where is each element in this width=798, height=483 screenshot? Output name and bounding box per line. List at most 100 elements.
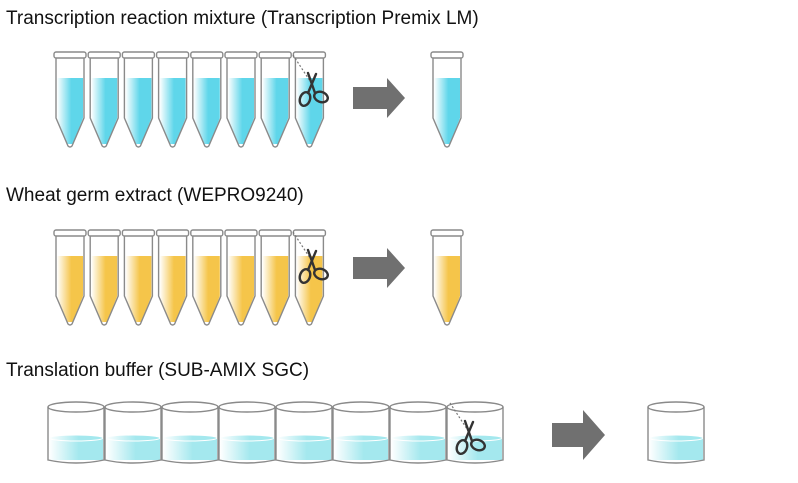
tube-rim (258, 51, 292, 59)
tube-outline (55, 58, 85, 148)
cup-outline (104, 407, 162, 464)
tube-2 (87, 51, 121, 148)
cup-outline (218, 407, 276, 464)
tube-outline (157, 58, 188, 148)
result-tube (430, 51, 464, 148)
liquid (228, 78, 254, 144)
liquid (125, 256, 152, 322)
liquid (159, 256, 186, 322)
tube-3 (121, 51, 156, 148)
liquid (434, 78, 460, 144)
cup-outline (161, 407, 219, 464)
tube-rim (155, 51, 190, 59)
tube-outline (89, 236, 119, 326)
cup-3 (161, 401, 219, 464)
liquid-surface (162, 434, 218, 442)
tube-outline (192, 58, 222, 148)
tube-rim (292, 51, 327, 59)
liquid-surface (333, 434, 389, 442)
liquid (228, 256, 254, 322)
cup-7 (389, 401, 447, 464)
cup-5 (275, 401, 333, 464)
cup-1 (47, 401, 105, 464)
cup-rim (332, 401, 390, 413)
liquid (193, 256, 220, 322)
tube-2 (87, 229, 121, 326)
cup-rim (47, 401, 105, 413)
liquid (106, 438, 160, 460)
tube-outline (55, 236, 85, 326)
liquid (220, 438, 274, 460)
liquid (296, 256, 323, 322)
tube-rim (87, 229, 121, 237)
tube-outline (157, 236, 188, 326)
tube-outline (260, 58, 290, 148)
liquid (262, 78, 289, 144)
liquid (262, 256, 289, 322)
tube-6 (224, 229, 258, 326)
liquid-surface (648, 434, 704, 442)
tube-outline (123, 236, 154, 326)
tube-7 (258, 51, 292, 148)
tube-outline (226, 58, 256, 148)
liquid-surface (105, 434, 161, 442)
row-wheat-germ (53, 229, 464, 326)
liquid-surface (390, 434, 446, 442)
tube-rim (430, 229, 464, 237)
tube-7 (258, 229, 292, 326)
cup-6 (332, 401, 390, 464)
tube-4 (155, 229, 190, 326)
result-cup (647, 401, 705, 464)
cup-rim (161, 401, 219, 413)
liquid (49, 438, 103, 460)
tube-rim (155, 229, 190, 237)
liquid (277, 438, 331, 460)
scissors-icon (449, 402, 486, 455)
cup-rim (275, 401, 333, 413)
cup-outline (647, 407, 705, 464)
tube-rim (190, 229, 224, 237)
tube-6 (224, 51, 258, 148)
liquid (159, 78, 186, 144)
liquid (334, 438, 388, 460)
cup-rim (446, 401, 504, 413)
tube-rim (121, 229, 156, 237)
section-label-transcription: Transcription reaction mixture (Transcri… (6, 8, 479, 29)
tube-4 (155, 51, 190, 148)
tube-5 (190, 51, 224, 148)
cup-2 (104, 401, 162, 464)
tube-rim (258, 229, 292, 237)
tube-outline (432, 58, 462, 148)
tube-outline (260, 236, 290, 326)
scissors-icon (292, 54, 329, 107)
liquid (91, 256, 118, 322)
section-label-translation-buffer: Translation buffer (SUB-AMIX SGC) (6, 360, 310, 381)
tube-outline (432, 236, 462, 326)
cup-outline (446, 407, 504, 464)
liquid-surface (276, 434, 332, 442)
liquid (391, 438, 445, 460)
right-arrow-icon (552, 410, 605, 460)
tube-rim (430, 51, 464, 59)
tube-outline (226, 236, 256, 326)
tube-outline (294, 236, 325, 326)
liquid (163, 438, 217, 460)
right-arrow-icon (353, 78, 405, 118)
tube-1 (53, 229, 87, 326)
tube-rim (292, 229, 327, 237)
tube-rim (224, 51, 258, 59)
liquid (193, 78, 220, 144)
tube-8 (292, 229, 327, 326)
tube-rim (53, 51, 87, 59)
cup-outline (47, 407, 105, 464)
liquid (57, 78, 83, 144)
tube-outline (123, 58, 154, 148)
tube-1 (53, 51, 87, 148)
scissors-icon (292, 231, 329, 284)
liquid (57, 256, 83, 322)
tube-rim (87, 51, 121, 59)
liquid (434, 256, 460, 322)
cup-outline (389, 407, 447, 464)
row-translation-buffer (47, 401, 705, 464)
tube-outline (192, 236, 222, 326)
